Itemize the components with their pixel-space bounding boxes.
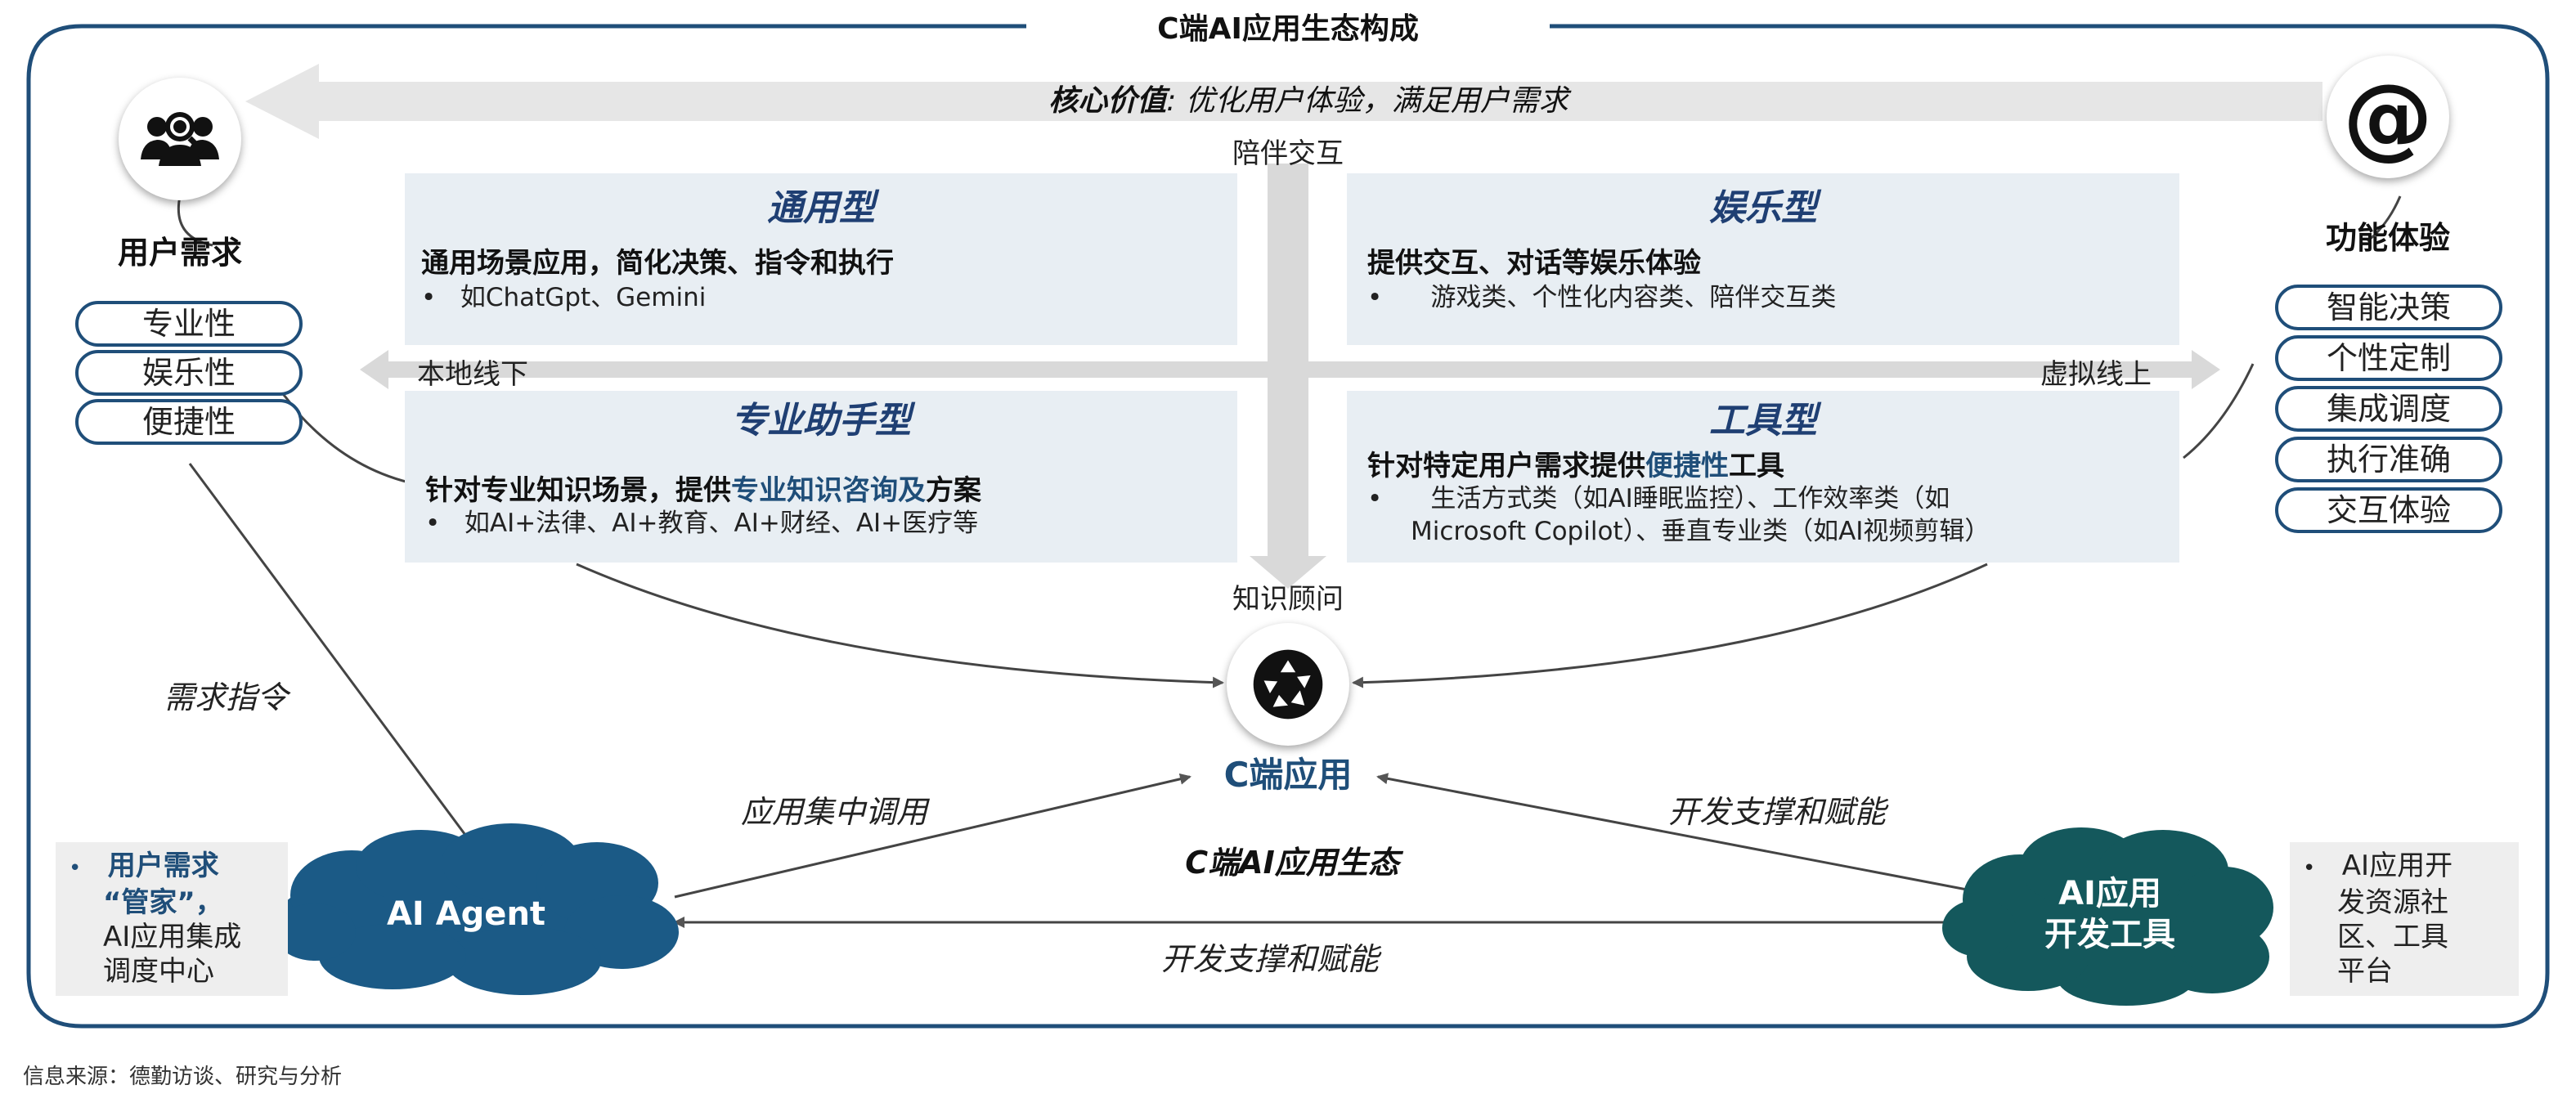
quadrant-bullet: • 生活方式类（如AI睡眠监控）、工作效率类（如 — [1367, 482, 1950, 515]
demand-arrow — [188, 463, 478, 852]
user-need-item: 便捷性 — [75, 399, 303, 445]
note-line: 调度中心 — [103, 955, 214, 988]
function-item: 智能决策 — [2275, 285, 2502, 330]
quadrant-title: 工具型 — [1709, 400, 1817, 442]
note-line: • AI应用开 — [2303, 849, 2511, 886]
quadrant-title: 娱乐型 — [1709, 187, 1817, 229]
at-sign-icon: @ — [2327, 56, 2449, 178]
bullet-text: 游戏类、个性化内容类、陪伴交互类 — [1430, 283, 1837, 312]
bullet-text: 生活方式类（如AI睡眠监控）、工作效率类（如 — [1430, 484, 1950, 513]
curve-tool-to-center — [1352, 563, 1988, 688]
head-post: 方案 — [926, 474, 981, 507]
function-item: 交互体验 — [2275, 487, 2502, 533]
quadrant-bullet: • 如AI+法律、AI+教育、AI+财经、AI+医疗等 — [425, 507, 978, 540]
core-value-sep: : — [1166, 84, 1186, 118]
head-post: 工具 — [1729, 450, 1784, 482]
user-needs-title: 用户需求 — [117, 235, 242, 271]
quadrant-head: 针对专业知识场景，提供专业知识咨询及方案 — [425, 468, 981, 508]
core-value-text: 优化用户体验，满足用户需求 — [1185, 84, 1568, 118]
agent-label: AI Agent — [386, 895, 546, 933]
function-item: 执行准确 — [2275, 437, 2502, 482]
dev-support-right-label: 开发支撑和赋能 — [1668, 794, 1887, 830]
note-bullet: • — [69, 856, 82, 881]
note-line: 区、工具 — [2337, 921, 2448, 953]
dev-support-bottom-label: 开发支撑和赋能 — [1161, 941, 1380, 977]
axis-top-label: 陪伴交互 — [1232, 137, 1344, 170]
note-highlight: “管家”， — [103, 886, 223, 919]
axis-left-label: 本地线下 — [417, 358, 528, 391]
ecosystem-label: C端AI应用生态 — [1185, 845, 1399, 881]
source-note: 信息来源：德勤访谈、研究与分析 — [23, 1065, 343, 1089]
user-need-item: 专业性 — [75, 301, 303, 347]
vertical-axis — [1250, 164, 1326, 589]
quadrant-entertainment: 娱乐型 提供交互、对话等娱乐体验 • 游戏类、个性化内容类、陪伴交互类 — [1347, 173, 2179, 345]
bullet-mark: • — [421, 283, 437, 312]
agent-to-center-arrow — [674, 773, 1192, 899]
bullet-text: 如ChatGpt、Gemini — [460, 283, 707, 312]
quadrant-head: 针对特定用户需求提供便捷性工具 — [1367, 443, 1784, 483]
curve-professional-to-center — [576, 563, 1224, 688]
user-need-item: 娱乐性 — [75, 350, 303, 396]
note-line: 平台 — [2337, 955, 2393, 988]
demand-instruction-label: 需求指令 — [164, 679, 289, 715]
agent-note: • 用户需求 “管家”， AI应用集成 调度中心 — [56, 842, 288, 996]
diagram-title: C端AI应用生态构成 — [1157, 12, 1419, 46]
head-highlight: 便捷性 — [1645, 450, 1729, 482]
quadrant-general: 通用型 通用场景应用，简化决策、指令和执行 • 如ChatGpt、Gemini — [405, 173, 1237, 345]
quadrant-head: 通用场景应用，简化决策、指令和执行 — [421, 247, 894, 280]
frame-border — [26, 24, 2550, 1029]
camera-aperture-icon — [1227, 623, 1349, 746]
devtools-note: • AI应用开 发资源社 区、工具 平台 — [2290, 842, 2519, 996]
note-bullet: • — [2303, 856, 2316, 881]
head-pre: 针对专业知识场景，提供 — [425, 474, 731, 507]
quadrant-bullet-cont: Microsoft Copilot）、垂直专业类（如AI视频剪辑） — [1411, 517, 1990, 546]
quadrant-bullet: • 游戏类、个性化内容类、陪伴交互类 — [1367, 281, 1836, 314]
core-value: 核心价值: 优化用户体验，满足用户需求 — [736, 77, 1881, 119]
quadrant-head: 提供交互、对话等娱乐体验 — [1367, 247, 1701, 280]
devtools-line: 开发工具 — [2044, 916, 2175, 953]
core-value-label: 核心价值 — [1048, 84, 1167, 118]
devtools-label: AI应用 开发工具 — [1987, 873, 2233, 955]
note-line: • 用户需求 — [69, 849, 280, 886]
head-pre: 针对特定用户需求提供 — [1367, 450, 1645, 482]
note-highlight: 用户需求 — [107, 850, 219, 882]
quadrant-bullet: • 如ChatGpt、Gemini — [421, 281, 706, 314]
bullet-text: 如AI+法律、AI+教育、AI+财经、AI+医疗等 — [464, 509, 979, 538]
devtools-cloud — [1942, 827, 2273, 1006]
function-item: 个性定制 — [2275, 335, 2502, 381]
quadrant-professional: 专业助手型 针对专业知识场景，提供专业知识咨询及方案 • 如AI+法律、AI+教… — [405, 391, 1237, 563]
quadrant-title: 通用型 — [767, 187, 875, 229]
note-line: “管家”， — [69, 886, 280, 920]
quadrant-tool: 工具型 针对特定用户需求提供便捷性工具 • 生活方式类（如AI睡眠监控）、工作效… — [1347, 391, 2179, 563]
function-experience-title: 功能体验 — [2325, 220, 2450, 256]
devtools-to-center-arrow — [1376, 773, 1968, 891]
function-item: 集成调度 — [2275, 386, 2502, 432]
function-connector — [2183, 195, 2402, 460]
head-highlight: 专业知识咨询及 — [731, 474, 926, 507]
core-value-arrow — [245, 64, 2322, 139]
at-sign-glyph: @ — [2343, 65, 2433, 169]
bullet-mark: • — [1367, 484, 1383, 513]
center-label: C端应用 — [1223, 755, 1353, 795]
axis-bottom-label: 知识顾问 — [1232, 583, 1344, 616]
axis-right-label: 虚拟线上 — [2040, 358, 2152, 391]
quadrant-title: 专业助手型 — [731, 400, 911, 442]
note-text: AI应用开 — [2341, 850, 2453, 882]
note-line: AI应用集成 — [103, 921, 242, 953]
bullet-mark: • — [425, 509, 441, 538]
note-line: 发资源社 — [2337, 886, 2448, 919]
user-group-search-icon — [119, 78, 241, 200]
agent-cloud — [274, 823, 679, 995]
bullet-mark: • — [1367, 283, 1383, 312]
devtools-line: AI应用 — [2058, 875, 2161, 912]
centralized-call-label: 应用集中调用 — [741, 794, 928, 830]
